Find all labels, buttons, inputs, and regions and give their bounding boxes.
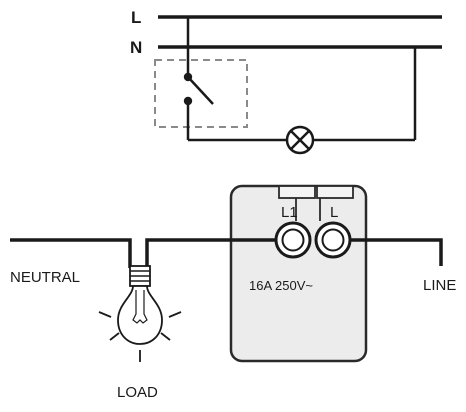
neutral-wire [10,238,132,268]
terminal-l-socket [314,221,352,259]
light-bulb-icon [98,265,182,362]
rail-l-label: L [131,8,141,27]
terminal-l1-socket [274,221,312,259]
load-feed-wire [145,238,277,268]
lamp-cross-icon [285,125,315,155]
rail-n-label: N [130,38,142,57]
switch-enclosure [154,59,248,128]
switch-contact-icon [183,72,214,106]
wiring: L1 L 16A 250V~ NEUTRAL LINE LOAD [10,184,456,401]
neutral-label: NEUTRAL [10,269,80,286]
line-wire [349,238,443,266]
device-rating: 16A 250V~ [249,278,313,293]
switch-device-body [229,184,368,363]
terminal-l-label: L [330,204,338,221]
terminal-l-tab [316,185,354,199]
load-label: LOAD [117,384,158,401]
terminal-l1-tab [278,185,316,199]
terminal-l1-label: L1 [281,204,298,221]
schematic: L N [130,8,442,155]
line-label: LINE [423,277,456,294]
